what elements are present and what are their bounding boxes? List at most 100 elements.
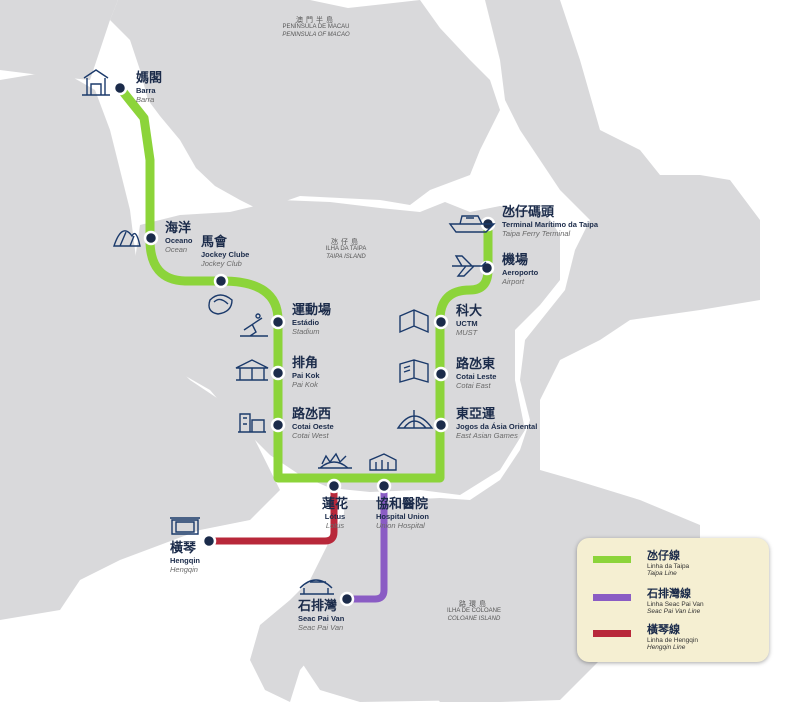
area-pt: ILHA DA TAIPA [325, 246, 367, 253]
station-name-zh: 機場 [502, 253, 529, 268]
station-dot-estadio[interactable] [270, 314, 286, 330]
legend-pt: Linha Seac Pai Van [647, 600, 704, 608]
station-label-hospital[interactable]: 協和醫院 Hospital Union Union Hospital [376, 497, 429, 530]
station-name-pt: Aeroporto [502, 267, 539, 277]
station-dot-eastasian[interactable] [433, 417, 449, 433]
area-pt: PENÍNSULA DE MACAU [282, 24, 350, 31]
legend-en: Hengqin Line [647, 644, 686, 652]
station-name-en: Union Hospital [376, 520, 425, 530]
station-name-zh: 路氹西 [292, 407, 332, 422]
legend: 氹仔線 Linha da Taipa Taipa Line 石排灣線 Linha… [577, 538, 769, 662]
area-label-taipa: 氹仔島 ILHA DA TAIPA TAIPA ISLAND [306, 238, 386, 261]
area-zh: 路環島 [459, 600, 489, 608]
station-dot-hospital[interactable] [376, 478, 392, 494]
station-name-en: Pai Kok [292, 379, 318, 389]
station-name-zh: 東亞運 [456, 407, 496, 422]
station-name-pt: Pai Kok [292, 370, 320, 380]
legend-swatch-seacpaivan [593, 594, 631, 601]
area-en: COLOANE ISLAND [447, 615, 501, 622]
legend-text: 氹仔線 Linha da Taipa Taipa Line [647, 549, 690, 578]
station-name-zh: 協和醫院 [376, 497, 429, 512]
station-label-lotus[interactable]: 蓮花 Lótus Lotus [322, 497, 349, 530]
area-label-peninsula: 澳門半島 PENÍNSULA DE MACAU PENINSULA OF MAC… [272, 16, 360, 39]
station-label-seacpaivan[interactable]: 石排灣 Seac Pai Van Seac Pai Van [298, 599, 344, 632]
hengqin-port-icon [170, 517, 200, 535]
hengqin-line [205, 482, 338, 545]
cotai-east-book-icon [399, 359, 429, 383]
seac-pai-van-icon [299, 579, 334, 595]
legend-zh: 石排灣線 [647, 587, 691, 600]
pai-kok-pavilion-icon [235, 359, 269, 381]
station-label-ferry[interactable]: 氹仔碼頭 Terminal Marítimo da Taipa Taipa Fe… [502, 205, 598, 238]
station-dot-cotaileste[interactable] [433, 366, 449, 382]
station-name-en: Seac Pai Van [298, 622, 344, 632]
cotai-building-icon [238, 413, 266, 433]
legend-text: 橫琴線 Linha de Hengqin Hengqin Line [647, 623, 698, 652]
station-label-barra[interactable]: 媽閣 Barra Barra [136, 71, 163, 104]
station-name-zh: 排角 [292, 356, 319, 371]
legend-pt: Linha da Taipa [647, 562, 690, 570]
station-dot-airport[interactable] [479, 260, 495, 276]
station-label-oceano[interactable]: 海洋 Oceano Ocean [165, 221, 193, 254]
station-dots [112, 80, 496, 607]
legend-en: Taipa Line [647, 570, 677, 578]
station-name-zh: 蓮花 [322, 497, 349, 512]
station-label-paikok[interactable]: 排角 Pai Kok Pai Kok [292, 356, 320, 389]
station-name-en: Hengqin [170, 564, 198, 574]
university-book-icon [399, 309, 429, 334]
station-label-jockey[interactable]: 馬會 Jockey Clube Jockey Club [201, 235, 249, 268]
station-label-hengqin[interactable]: 橫琴 Hengqin Hengqin [170, 541, 200, 574]
station-dot-oceano[interactable] [143, 230, 159, 246]
station-dot-uctm[interactable] [433, 314, 449, 330]
hospital-icon [369, 453, 397, 471]
station-name-pt: Hengqin [170, 555, 200, 565]
area-en: PENINSULA OF MACAO [282, 31, 350, 38]
peninsula-land [110, 0, 500, 210]
station-dot-seacpaivan[interactable] [339, 591, 355, 607]
station-dot-lotus[interactable] [326, 478, 342, 494]
station-label-eastasian[interactable]: 東亞運 Jogos da Ásia Oriental East Asian Ga… [456, 407, 538, 440]
a-ma-temple-icon [82, 69, 110, 96]
horse-racing-icon [208, 294, 233, 315]
station-name-zh: 海洋 [165, 221, 192, 236]
legend-swatch-hengqin [593, 630, 631, 637]
lotus-bridge-icon [318, 452, 352, 469]
station-dot-jockey[interactable] [213, 273, 229, 289]
peninsula-west-land [0, 0, 118, 80]
station-name-zh: 氹仔碼頭 [502, 205, 555, 220]
station-dot-paikok[interactable] [270, 365, 286, 381]
station-name-pt: Lótus [324, 511, 346, 521]
station-name-zh: 運動場 [292, 303, 332, 318]
station-label-cotaileste[interactable]: 路氹東 Cotai Leste Cotai East [456, 357, 497, 390]
station-dot-cotaioeste[interactable] [270, 417, 286, 433]
station-name-en: Cotai West [292, 430, 329, 440]
station-name-zh: 媽閣 [136, 71, 163, 86]
station-label-cotaioeste[interactable]: 路氹西 Cotai Oeste Cotai West [292, 407, 334, 440]
station-name-en: Airport [502, 276, 525, 286]
station-dot-hengqin[interactable] [201, 533, 217, 549]
legend-swatch-taipa [593, 556, 631, 563]
station-label-uctm[interactable]: 科大 UCTM MUST [456, 304, 483, 337]
station-name-en: Jockey Club [201, 258, 242, 268]
station-name-zh: 科大 [456, 304, 483, 319]
seac-pai-van-line [343, 482, 388, 603]
area-en: TAIPA ISLAND [326, 253, 366, 260]
station-name-en: Ocean [165, 244, 188, 254]
ferry-icon [448, 215, 496, 233]
station-label-estadio[interactable]: 運動場 Estádio Stadium [292, 303, 332, 336]
hengqin-land [0, 70, 280, 620]
station-name-en: Taipa Ferry Terminal [502, 228, 571, 238]
coloane-land [300, 500, 610, 702]
legend-text: 石排灣線 Linha Seac Pai Van Seac Pai Van Lin… [647, 587, 704, 616]
station-name-en: East Asian Games [456, 430, 518, 440]
station-name-pt: Cotai Leste [456, 371, 497, 381]
station-name-pt: Jogos da Ásia Oriental [456, 421, 538, 431]
station-dot-barra[interactable] [112, 80, 128, 96]
land [0, 0, 760, 702]
area-zh: 氹仔島 [331, 238, 361, 246]
station-name-en: Cotai East [456, 380, 491, 390]
station-name-pt: Hospital Union [376, 511, 429, 521]
airplane-icon [452, 255, 487, 277]
station-label-airport[interactable]: 機場 Aeroporto Airport [502, 253, 539, 286]
